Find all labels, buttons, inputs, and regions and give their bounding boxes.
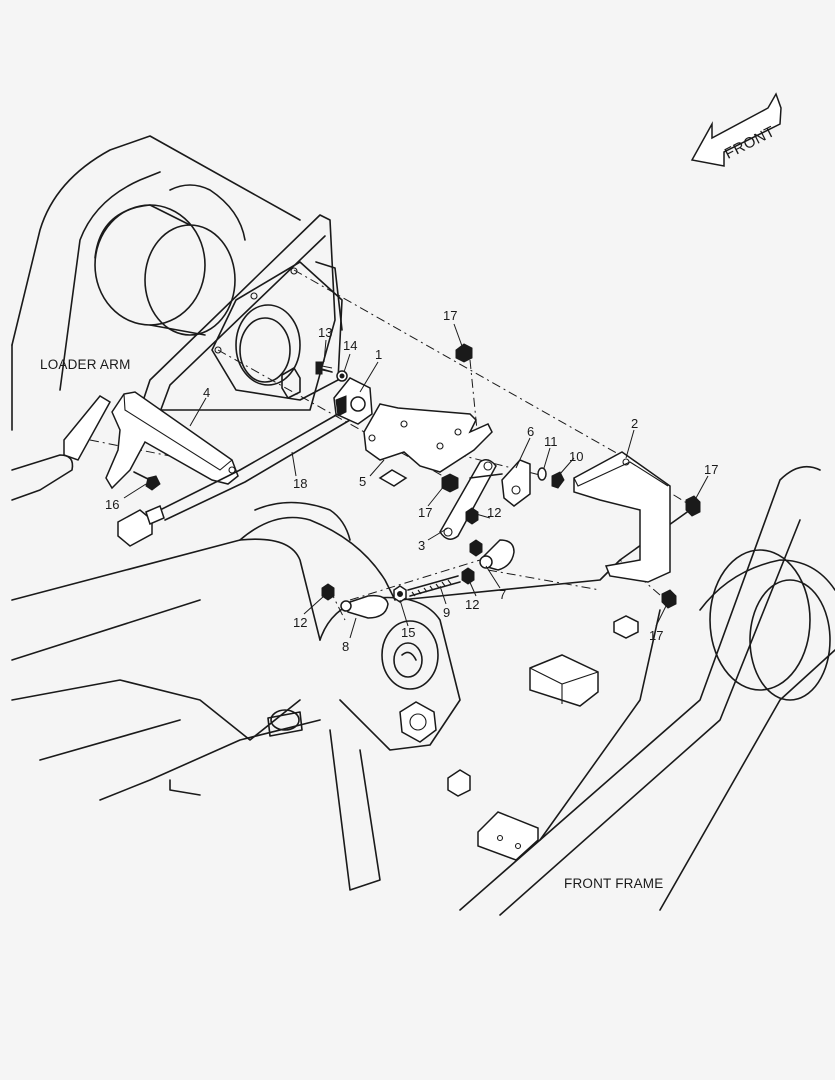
callout-15: 15 (401, 625, 415, 640)
part-5-bracket (363, 403, 493, 487)
front-frame-label: FRONT FRAME (564, 876, 663, 891)
callout-5: 5 (359, 474, 366, 489)
callout-12c: 12 (293, 615, 307, 630)
callout-17a: 17 (443, 308, 457, 323)
callout-17d: 17 (649, 628, 663, 643)
leader-lines (123, 323, 709, 639)
mounting-pad (211, 261, 343, 401)
boom-cylinder (11, 501, 396, 801)
part-3-link (439, 459, 503, 540)
callout-11: 11 (544, 434, 558, 449)
callout-10: 10 (569, 449, 583, 464)
callout-8: 8 (342, 639, 349, 654)
front-frame (399, 465, 835, 916)
loader-arm-label: LOADER ARM (40, 357, 131, 372)
callout-12a: 12 (487, 505, 501, 520)
part-1-sensor (333, 377, 373, 425)
callout-7: 7 (499, 587, 506, 602)
part-4-arm (63, 391, 239, 490)
callout-3: 3 (418, 538, 425, 553)
callout-9: 9 (443, 605, 450, 620)
lift-link (319, 596, 461, 891)
front-arrow: FRONT (690, 92, 782, 167)
part-18-harness (117, 409, 351, 547)
callout-6: 6 (527, 424, 534, 439)
hardware (133, 343, 701, 619)
callout-13: 13 (318, 325, 332, 340)
callout-numbers: 1 2 3 4 5 6 7 8 9 10 11 12 12 12 13 14 1… (105, 308, 718, 654)
part-2-bracket (573, 451, 671, 583)
callout-17c: 17 (704, 462, 718, 477)
callout-17b: 17 (418, 505, 432, 520)
callout-4: 4 (203, 385, 210, 400)
callout-1: 1 (375, 347, 382, 362)
callout-12b: 12 (465, 597, 479, 612)
callout-2: 2 (631, 416, 638, 431)
callout-16: 16 (105, 497, 119, 512)
loader-arm (11, 135, 343, 501)
callout-18: 18 (293, 476, 307, 491)
callout-14: 14 (343, 338, 357, 353)
